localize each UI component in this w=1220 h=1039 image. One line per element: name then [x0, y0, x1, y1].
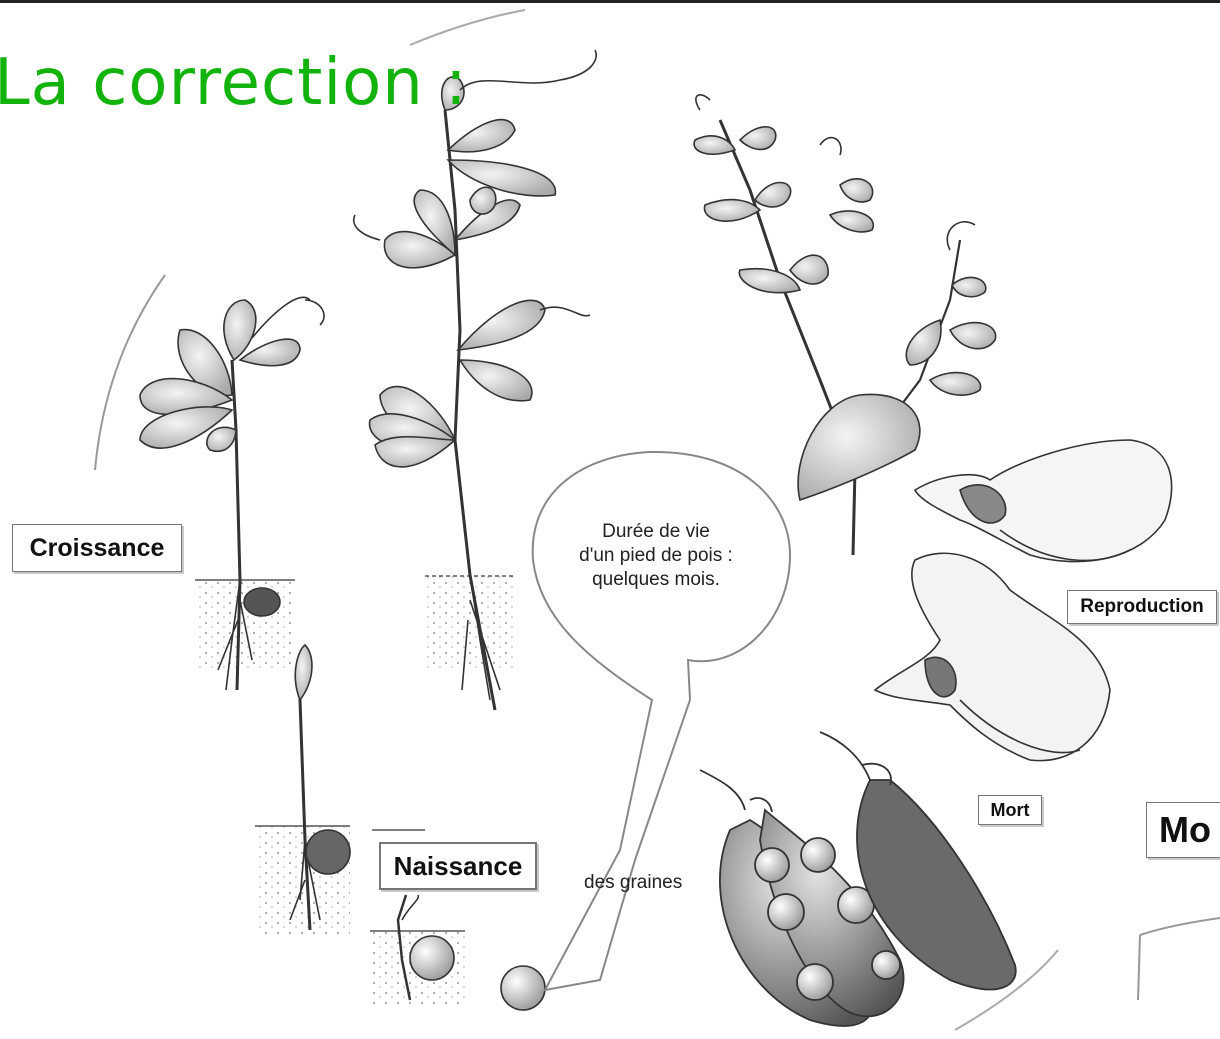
- stage-label-croissance: Croissance: [12, 524, 182, 572]
- pea-pods-drawing: [700, 732, 1016, 1026]
- stage-label-naissance: Naissance: [379, 842, 537, 890]
- lifespan-line-1: Durée de vie: [546, 520, 766, 544]
- stage-label-mort-cropped: Mo: [1146, 802, 1220, 858]
- lifespan-line-3: quelques mois.: [546, 568, 766, 592]
- stage-label-naissance-text: Naissance: [394, 851, 523, 882]
- stage-label-croissance-text: Croissance: [30, 534, 165, 563]
- stage-label-mort-text: Mort: [991, 800, 1030, 821]
- stage-label-mort-cropped-text: Mo: [1159, 809, 1211, 851]
- lifespan-line-2: d'un pied de pois :: [546, 544, 766, 568]
- stage-label-reproduction: Reproduction: [1067, 590, 1217, 624]
- stage-label-reproduction-text: Reproduction: [1080, 596, 1204, 618]
- seeds-label: des graines: [584, 872, 682, 894]
- lifespan-text: Durée de vie d'un pied de pois : quelque…: [546, 520, 766, 592]
- page-title: La correction :: [0, 46, 468, 120]
- stage-label-mort: Mort: [978, 795, 1042, 825]
